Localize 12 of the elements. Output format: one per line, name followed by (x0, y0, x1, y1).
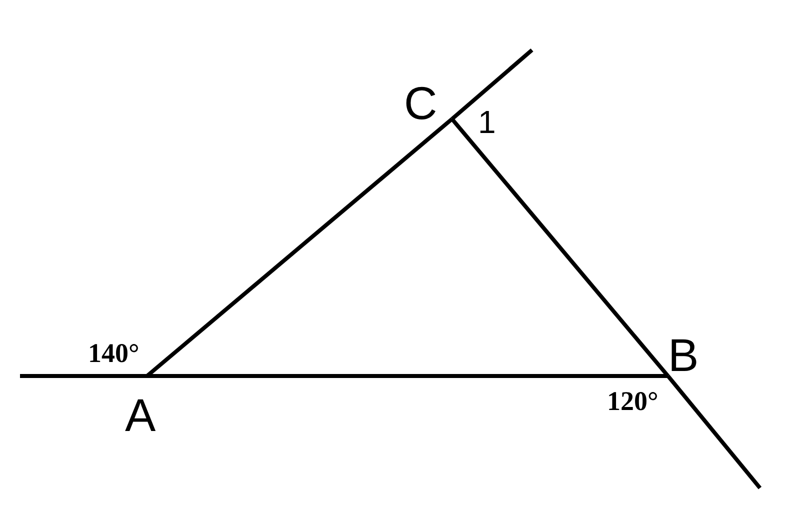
vertex-label: C (404, 77, 438, 129)
angle-measure: 140° (88, 340, 140, 367)
vertex-label: B (668, 329, 699, 381)
vertex-label: A (125, 389, 156, 441)
line-segment (147, 374, 668, 378)
line-segment (450, 118, 670, 378)
angle-measure: 120° (607, 388, 658, 415)
line-segment (450, 48, 534, 121)
angle-number: 1 (478, 106, 496, 138)
line-segment (20, 374, 147, 378)
line-segment (146, 117, 454, 378)
line-segment (666, 374, 762, 490)
